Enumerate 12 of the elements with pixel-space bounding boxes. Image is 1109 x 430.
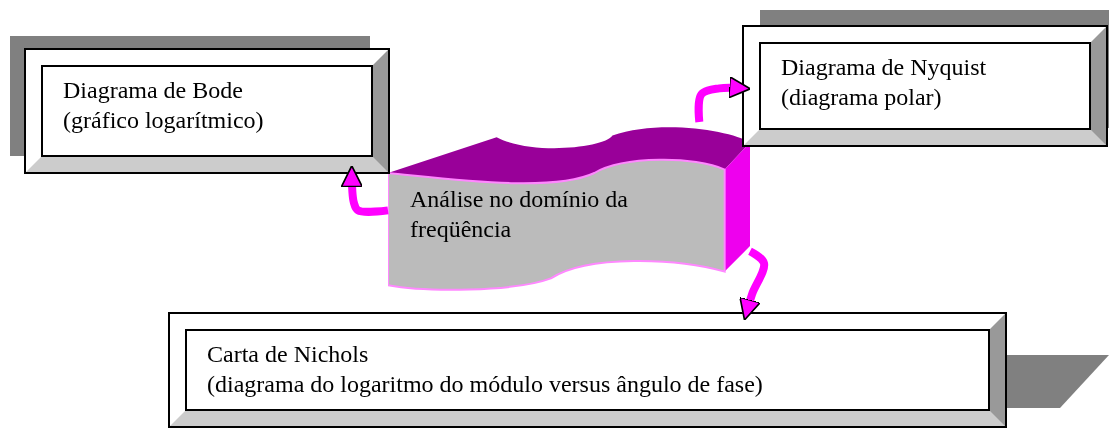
box-title: Análise no domínio da freqüência (410, 185, 629, 244)
box-title: Diagrama de Nyquist (781, 53, 987, 82)
box-title: Carta de Nichols (207, 340, 369, 369)
beveled-box (744, 27, 1106, 145)
curved-arrow (739, 247, 769, 321)
box-subtitle: (diagrama polar) (781, 83, 942, 112)
beveled-box (170, 314, 1005, 426)
box-subtitle: (gráfico logarítmico) (63, 106, 264, 135)
box-subtitle: (diagrama do logaritmo do módulo versus ângulo de fase) (207, 370, 763, 399)
box-title: Diagrama de Bode (63, 76, 243, 105)
curved-arrow (694, 76, 752, 123)
beveled-box (26, 50, 388, 172)
